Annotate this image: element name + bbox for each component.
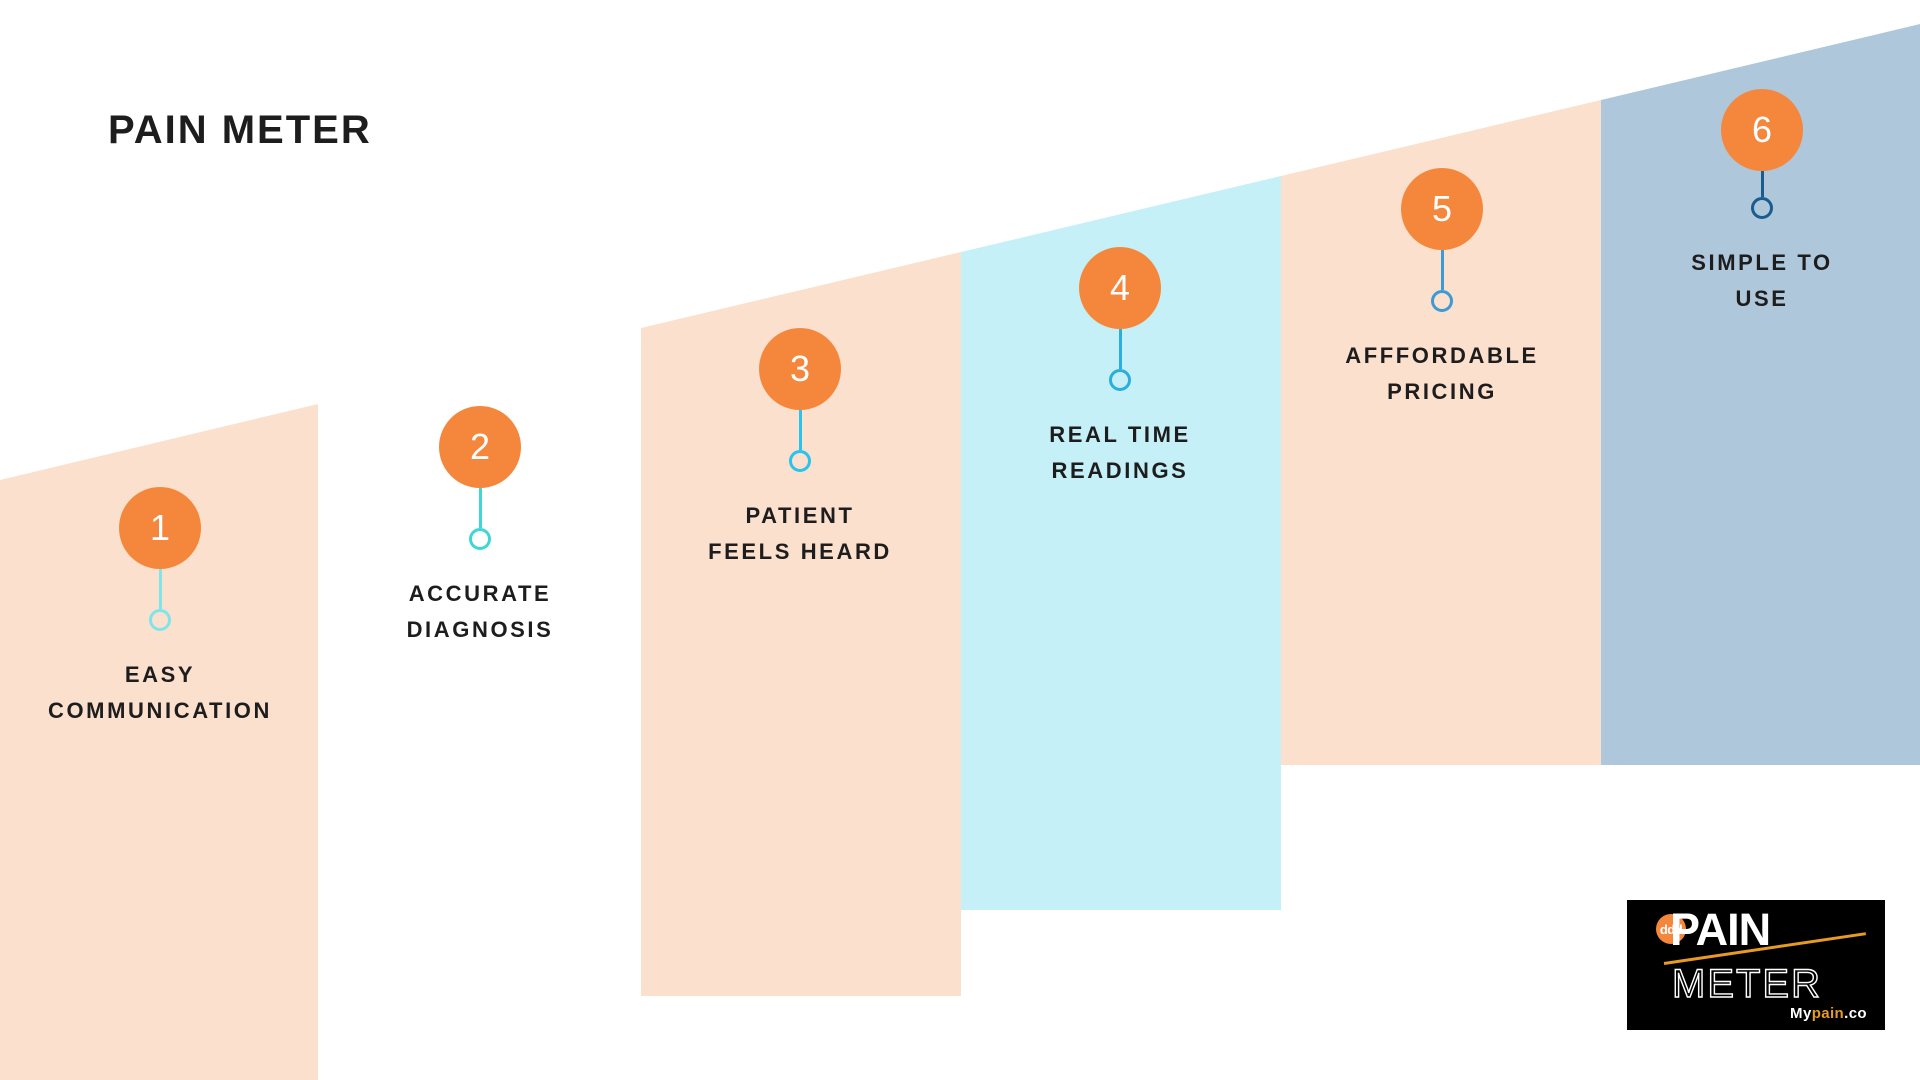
step-5-ring-icon (1431, 290, 1453, 312)
logo-word-meter: METER (1671, 962, 1822, 1006)
step-4-label: REAL TIME READINGS (1049, 422, 1191, 483)
step-5[interactable]: 5 AFFFORDABLE PRICING (1292, 168, 1592, 409)
step-6-label: SIMPLE TO USE (1691, 250, 1833, 311)
step-3[interactable]: 3 PATIENT FEELS HEARD (650, 328, 950, 569)
step-6-stem (1760, 171, 1764, 197)
step-1-number: 1 (149, 507, 171, 548)
pain-meter-logo[interactable]: ddd PAIN METER Mypain.co (1627, 900, 1885, 1030)
step-4-number: 4 (1109, 267, 1131, 308)
logo-domain-prefix: My (1790, 1005, 1812, 1022)
step-5-label: AFFFORDABLE PRICING (1345, 343, 1539, 404)
step-3-ring-icon (789, 450, 811, 472)
step-2-number-bubble: 2 (439, 406, 521, 488)
step-2-label: ACCURATE DIAGNOSIS (406, 581, 554, 642)
step-3-number-bubble: 3 (759, 328, 841, 410)
logo-domain: Mypain.co (1790, 1006, 1867, 1021)
step-3-number: 3 (789, 348, 811, 389)
step-2-stem (478, 488, 482, 528)
column-3-peach (641, 252, 961, 996)
step-4-stem (1118, 329, 1122, 369)
step-5-stem (1440, 250, 1444, 290)
step-1-label: EASY COMMUNICATION (47, 662, 273, 723)
step-2-number: 2 (469, 426, 491, 467)
step-3-stem (798, 410, 802, 450)
step-1-stem (158, 569, 162, 609)
step-2-ring-icon (469, 528, 491, 550)
column-5-peach (1281, 100, 1601, 765)
ddd-badge-icon: ddd (1656, 914, 1686, 944)
step-1-ring-icon (149, 609, 171, 631)
step-1[interactable]: 1 EASY COMMUNICATION (10, 487, 310, 728)
ddd-badge-text: ddd (1659, 921, 1683, 937)
step-6-ring-icon (1751, 197, 1773, 219)
step-4-number-bubble: 4 (1079, 247, 1161, 329)
step-2[interactable]: 2 ACCURATE DIAGNOSIS (330, 406, 630, 647)
column-4-cyan (961, 176, 1281, 910)
logo-domain-suffix: .co (1844, 1005, 1867, 1022)
step-4-ring-icon (1109, 369, 1131, 391)
step-4[interactable]: 4 REAL TIME READINGS (970, 247, 1270, 488)
column-6-steel (1601, 24, 1920, 765)
column-1-peach (0, 404, 318, 1080)
step-5-number: 5 (1431, 188, 1453, 229)
step-6-number: 6 (1751, 109, 1773, 150)
logo-word-pain: PAIN (1670, 904, 1771, 955)
step-1-number-bubble: 1 (119, 487, 201, 569)
logo-domain-highlight: pain (1811, 1005, 1845, 1022)
step-3-label: PATIENT FEELS HEARD (708, 503, 892, 564)
step-5-number-bubble: 5 (1401, 168, 1483, 250)
step-6[interactable]: 6 SIMPLE TO USE (1612, 89, 1912, 316)
page-title: PAIN METER (108, 108, 372, 152)
step-6-number-bubble: 6 (1721, 89, 1803, 171)
